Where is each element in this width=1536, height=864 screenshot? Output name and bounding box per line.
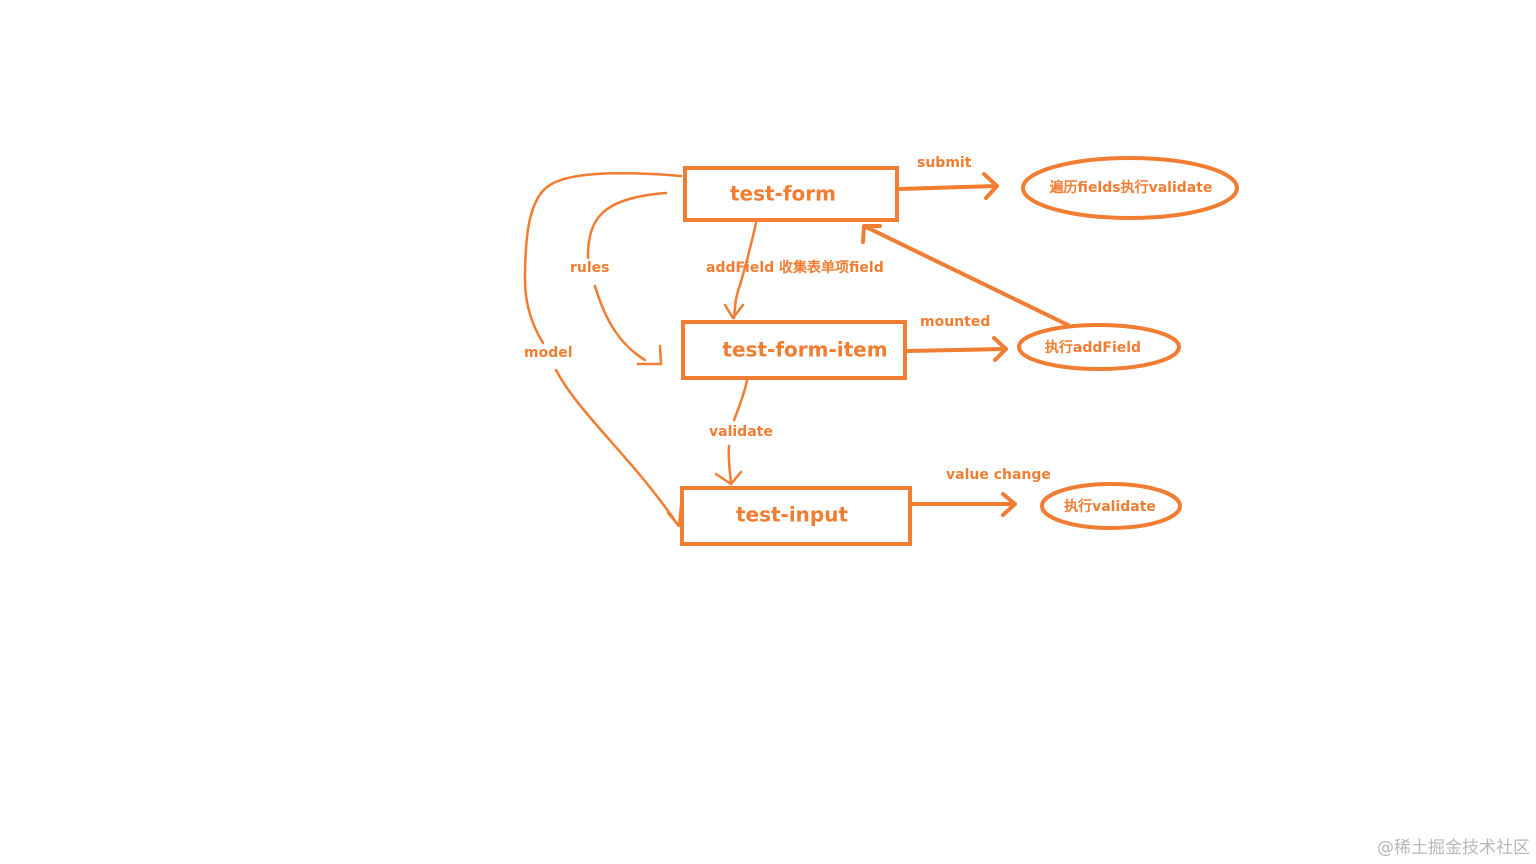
validate-label: validate — [709, 424, 773, 440]
model-arrow — [523, 171, 683, 528]
test-form-item-label: test-form-item — [722, 338, 887, 362]
rules-label: rules — [570, 260, 610, 276]
test-input-box — [680, 486, 912, 546]
watermark-text: @稀土掘金技术社区 — [1377, 838, 1530, 858]
exec-addfield-ellipse — [1017, 323, 1181, 371]
traverse-validate-label: 遍历fields执行validate — [1049, 179, 1213, 196]
submit-label: submit — [917, 155, 972, 171]
addfield-return-arrow — [861, 224, 1070, 327]
addfield-label: addField 收集表单项field — [706, 259, 884, 276]
test-form-box — [683, 166, 899, 222]
value-change-arrow — [911, 492, 1017, 517]
mounted-label: mounted — [920, 314, 990, 330]
rules-arrow — [586, 191, 668, 366]
validate-arrow — [714, 379, 749, 486]
exec-validate-label: 执行validate — [1064, 498, 1156, 515]
model-label: model — [524, 345, 573, 361]
addfield-arrow — [723, 221, 758, 320]
test-form-item-box — [681, 320, 907, 380]
test-form-label: test-form — [730, 182, 836, 206]
exec-addfield-label: 执行addField — [1045, 339, 1141, 356]
mounted-arrow — [905, 336, 1008, 362]
exec-validate-ellipse — [1040, 482, 1182, 530]
submit-arrow — [897, 172, 999, 200]
traverse-validate-ellipse — [1021, 156, 1239, 220]
test-input-label: test-input — [736, 503, 849, 527]
value-change-label: value change — [946, 467, 1051, 483]
